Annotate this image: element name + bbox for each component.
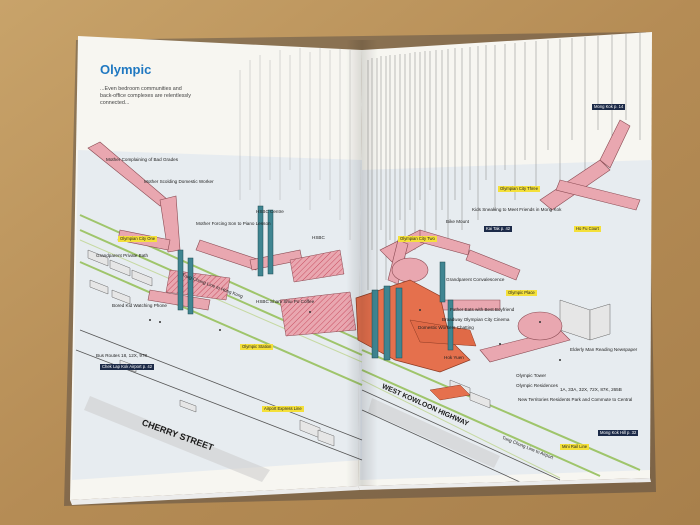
label-kids-sneaking: Kids Sneaking to Meet Friends in Mong Ko… bbox=[472, 207, 562, 212]
intro-line-1: ...Even bedroom communities and bbox=[100, 86, 182, 92]
label-bus-routes: Bus Routes 18, 12X, 978 bbox=[96, 353, 148, 358]
label-domestic-worker: Mother Scolding Domestic Worker bbox=[144, 179, 214, 184]
tag-olympic-place: Olympic Place bbox=[506, 290, 537, 297]
label-hsbc: HSBC bbox=[312, 235, 325, 240]
tag-olympic-station: Olympic Station bbox=[240, 344, 274, 351]
page-title: Olympic bbox=[100, 62, 152, 77]
tag-airport: Chek Lap Kok Airport p. 42 bbox=[100, 364, 155, 371]
iso-buildings bbox=[87, 249, 611, 447]
tag-airport-express: Airport Express Line bbox=[262, 406, 304, 413]
label-elderly-man: Elderly Man Reading Newspaper bbox=[570, 347, 638, 352]
label-olympic-tower: Olympic Tower bbox=[516, 373, 547, 378]
label-cinema: Broadway Olympian City Cinema bbox=[442, 317, 510, 322]
pink-walkways bbox=[87, 119, 641, 363]
label-hsbc-centre: HSBC Centre bbox=[256, 209, 284, 214]
label-private-bath: Grandparent Private Bath bbox=[96, 253, 149, 258]
intro-line-2: back-office complexes are relentlessly bbox=[100, 93, 191, 99]
label-bus-list: 1A, 33A, 32X, 72X, 87K, 265B bbox=[560, 387, 622, 392]
label-hok-yuen: Hok Yuen bbox=[444, 355, 464, 360]
label-residences: Olympic Residences bbox=[516, 383, 558, 388]
tag-mong-kok-hill: Mong Kok Hill p. 32 bbox=[598, 430, 639, 437]
tag-olympian-city-one: Olympian City One bbox=[118, 236, 158, 243]
label-bored-kid: Bored Kid Watching Phone bbox=[112, 303, 167, 308]
label-piano: Mother Forcing Son to Piano Lesson bbox=[196, 221, 271, 226]
label-father-eats: Father Eats with Best Boyfriend bbox=[450, 307, 515, 312]
tag-mini-rail: Mini Rail Line bbox=[560, 444, 590, 451]
intro-text: ...Even bedroom communities and back-off… bbox=[100, 86, 230, 107]
tag-kai-tak: Kai Tak p. 42 bbox=[484, 226, 513, 233]
tag-olympian-city-three: Olympian City Three bbox=[498, 186, 541, 193]
label-grades: Mother Complaining of Bad Grades bbox=[106, 157, 179, 162]
tag-olympian-city-two: Olympian City Two bbox=[398, 236, 437, 243]
figures bbox=[149, 309, 561, 361]
tag-mong-kok: Mong Kok p. 14 bbox=[592, 104, 626, 111]
label-bike-mount: Bike Mount bbox=[446, 219, 469, 224]
label-grandparent: Grandparent Convalescence bbox=[446, 277, 505, 282]
label-commute: New Territories Residents Park and Commu… bbox=[518, 397, 633, 402]
tag-ho-fu-court: Ho Fu Court bbox=[574, 226, 601, 233]
label-hsbc-coffee: HSBC Sham Shui Po Coffee bbox=[256, 299, 315, 304]
label-domestic-chatting: Domestic Workers Chatting bbox=[418, 325, 474, 330]
intro-line-3: connected... bbox=[100, 100, 130, 106]
